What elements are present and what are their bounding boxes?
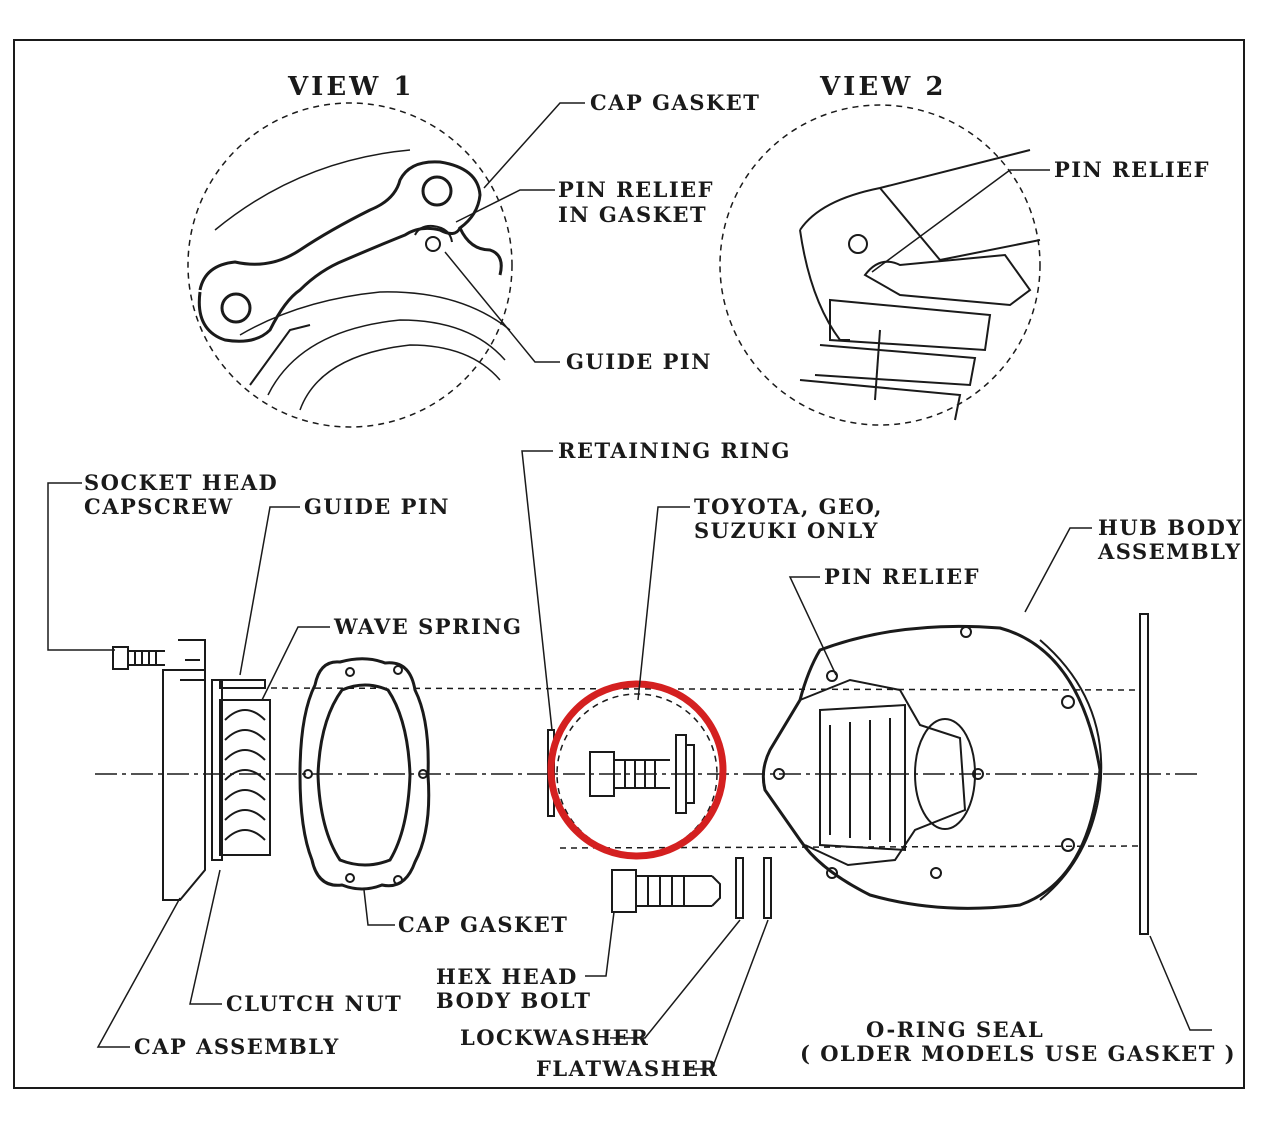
label-hex-head-2: BODY BOLT — [436, 988, 592, 1013]
leader-pin-relief — [788, 576, 837, 676]
lockwasher-part — [735, 857, 744, 919]
socket-head-capscrew — [112, 646, 165, 670]
label-cap-gasket-top: CAP GASKET — [590, 90, 760, 115]
wave-spring-part — [219, 699, 271, 856]
view1-detail — [187, 102, 513, 428]
label-socket-head-2: CAPSCREW — [84, 494, 234, 519]
label-wave-spring: WAVE SPRING — [333, 614, 522, 639]
label-hub-body-2: ASSEMBLY — [1097, 539, 1242, 564]
label-guide-pin: GUIDE PIN — [304, 494, 450, 519]
leader-hub-body — [1024, 527, 1092, 613]
cap-assembly-part — [162, 639, 206, 901]
label-cap-gasket: CAP GASKET — [398, 912, 568, 937]
leader-o-ring — [1149, 935, 1212, 1031]
leader-guide-pin-top — [444, 251, 560, 363]
label-toyota-1: TOYOTA, GEO, — [694, 494, 883, 519]
drawing-border — [13, 39, 1245, 1089]
cap-gasket-part — [298, 657, 431, 891]
label-pin-relief-gasket-1: PIN RELIEF — [558, 177, 714, 202]
label-clutch-nut: CLUTCH NUT — [226, 991, 402, 1016]
label-pin-relief-view2: PIN RELIEF — [1054, 157, 1210, 182]
label-pin-relief: PIN RELIEF — [824, 564, 980, 589]
view2-detail — [719, 104, 1041, 426]
label-o-ring-2: ( OLDER MODELS USE GASKET ) — [800, 1041, 1236, 1066]
leader-pin-relief-view2 — [871, 169, 1050, 273]
leader-cap-assembly — [96, 897, 181, 1048]
leader-flatwasher — [686, 919, 769, 1070]
leader-hex-head — [585, 911, 615, 977]
o-ring-seal-part — [1139, 613, 1149, 935]
leader-socket-head — [47, 482, 115, 651]
leader-cap-gasket — [363, 889, 395, 926]
view2-title: VIEW 2 — [819, 72, 947, 102]
label-o-ring-1: O-RING SEAL — [866, 1017, 1044, 1042]
label-flatwasher: FLATWASHER — [536, 1056, 718, 1081]
label-socket-head-1: SOCKET HEAD — [84, 470, 278, 495]
hub-body-assembly-part — [761, 624, 1103, 910]
label-lockwasher: LOCKWASHER — [460, 1025, 649, 1050]
label-cap-assembly: CAP ASSEMBLY — [134, 1034, 340, 1059]
leader-pin-relief-gasket — [455, 189, 555, 223]
leader-retaining-ring — [521, 450, 553, 731]
leader-clutch-nut — [189, 869, 222, 1005]
leader-wave-spring — [261, 626, 330, 701]
leader-guide-pin — [239, 506, 300, 676]
leader-lockwasher — [610, 919, 741, 1039]
label-toyota-2: SUZUKI ONLY — [694, 518, 879, 543]
label-pin-relief-gasket-2: IN GASKET — [558, 202, 707, 227]
view1-title: VIEW 1 — [287, 72, 415, 102]
alignment-line-top — [259, 687, 1141, 691]
leader-toyota — [637, 506, 690, 701]
clutch-nut-part — [211, 679, 266, 861]
label-retaining-ring: RETAINING RING — [558, 438, 791, 463]
label-hub-body-1: HUB BODY — [1098, 515, 1243, 540]
label-guide-pin-top: GUIDE PIN — [566, 349, 712, 374]
hex-head-body-bolt-part — [611, 869, 721, 913]
highlight-circle — [547, 680, 727, 860]
leader-cap-gasket-top — [483, 102, 585, 189]
label-hex-head-1: HEX HEAD — [436, 964, 578, 989]
flatwasher-part — [763, 857, 772, 919]
